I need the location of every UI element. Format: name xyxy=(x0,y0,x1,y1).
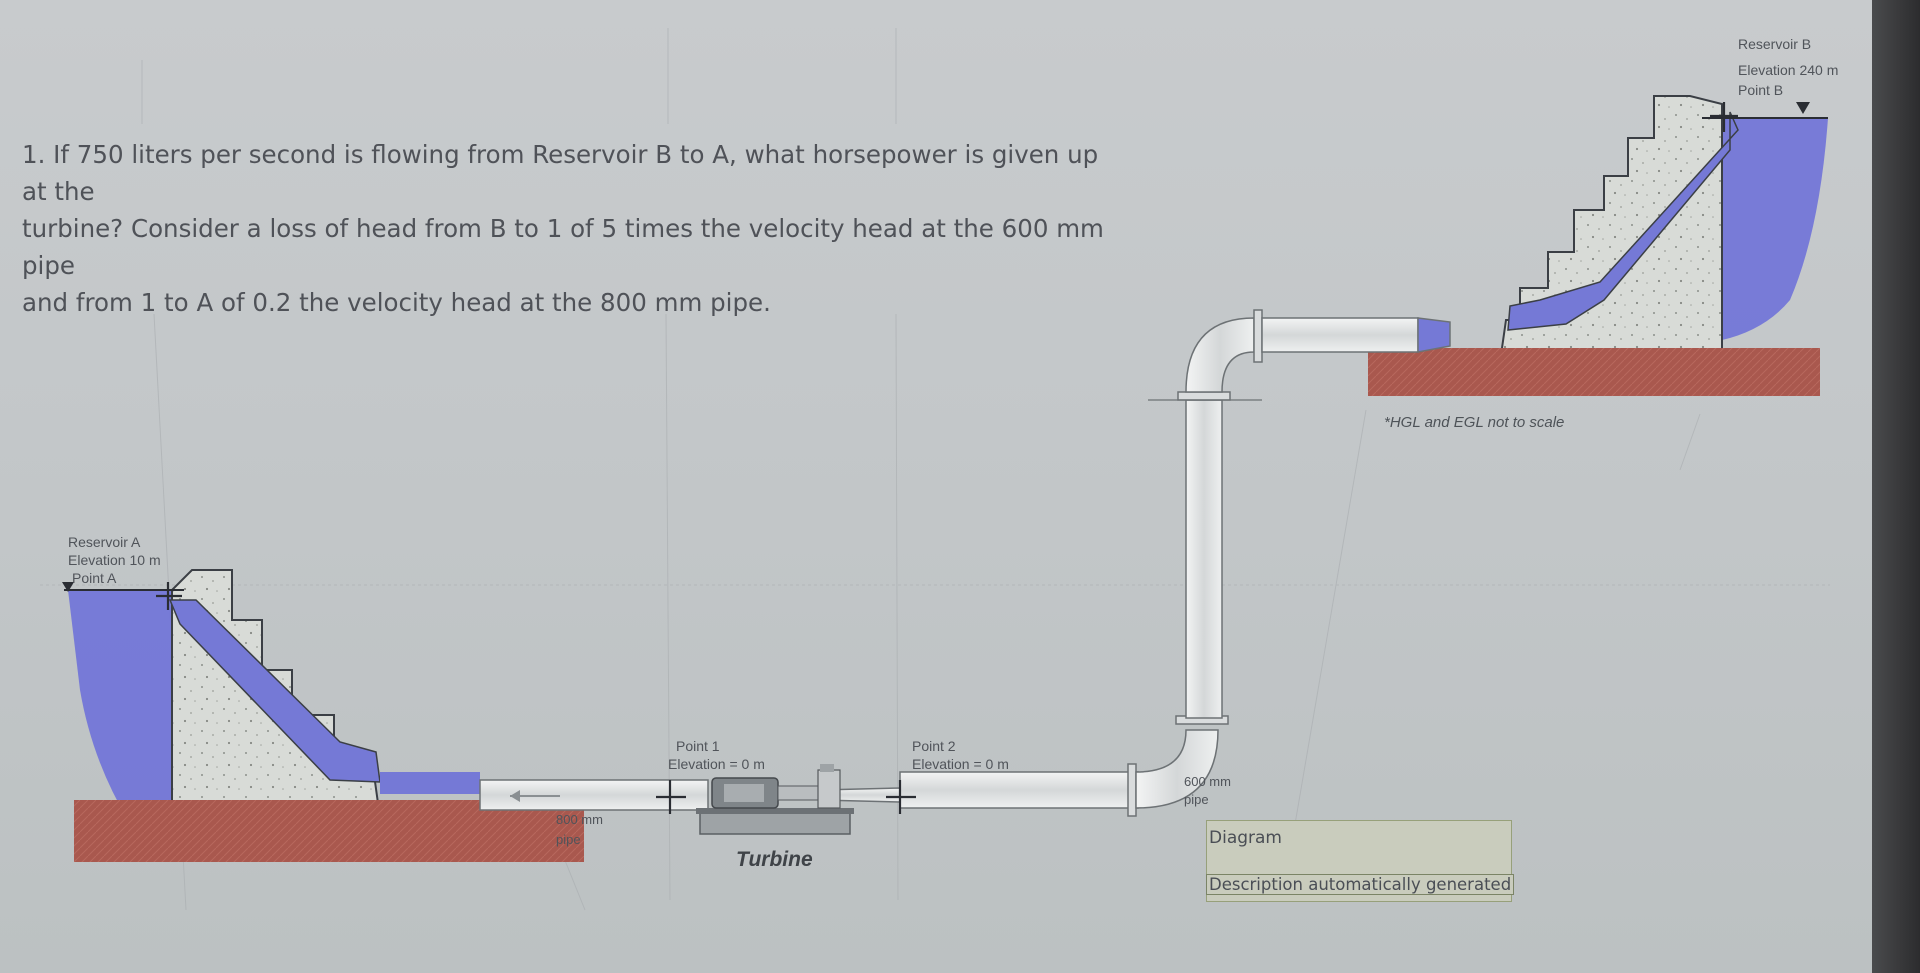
penstock-a-channel xyxy=(168,599,381,783)
turbine-assembly xyxy=(696,764,854,835)
problem-line-2: turbine? Consider a loss of head from B … xyxy=(22,214,1104,280)
pipe-800-word: pipe xyxy=(556,832,581,847)
turbine-base xyxy=(699,811,851,835)
reservoir-a-elevation: Elevation 10 m xyxy=(68,552,161,568)
pipe-600-size: 600 mm xyxy=(1184,774,1231,789)
outlet-channel-a xyxy=(380,772,480,794)
reservoir-b-point: Point B xyxy=(1738,82,1784,98)
reservoir-a-point: Point A xyxy=(72,570,117,586)
penstock-b-channel xyxy=(1507,111,1739,331)
reservoir-b-elevation: Elevation 240 m xyxy=(1738,62,1839,78)
pipe-600mm-top xyxy=(1261,317,1419,353)
point-markers xyxy=(156,102,1738,814)
monitor-bezel xyxy=(1872,0,1920,973)
reservoir-a-water xyxy=(68,590,172,830)
water-level-marker-a xyxy=(62,582,74,592)
reservoir-a-group xyxy=(62,569,584,862)
point-2-name: Point 2 xyxy=(912,738,956,754)
pipe-600-word: pipe xyxy=(1184,792,1209,807)
point-2-elevation: Elevation = 0 m xyxy=(912,756,1009,772)
point-1-name: Point 1 xyxy=(676,738,720,754)
problem-line-3: and from 1 to A of 0.2 the velocity head… xyxy=(22,288,771,317)
point-1-elevation: Elevation = 0 m xyxy=(668,756,765,772)
reservoir-a-name: Reservoir A xyxy=(68,534,141,550)
alt-text-title: Diagram xyxy=(1209,828,1282,848)
reservoir-b-name: Reservoir B xyxy=(1738,36,1812,52)
reservoir-b-group xyxy=(1368,95,1828,396)
pipe-elbow-upper xyxy=(1185,317,1255,393)
ground-b xyxy=(1368,348,1820,396)
reservoir-b-water xyxy=(1720,118,1828,340)
turbine-label: Turbine xyxy=(736,848,813,871)
water-level-marker-b xyxy=(1796,102,1810,114)
pipe-elbow-lower xyxy=(1135,729,1219,809)
piping xyxy=(479,309,1451,817)
alt-text-description: Description automatically generated xyxy=(1206,874,1515,895)
pipe-600mm-horizontal xyxy=(899,771,1139,809)
problem-statement: 1. If 750 liters per second is flowing f… xyxy=(22,136,1112,321)
hgl-egl-note: *HGL and EGL not to scale xyxy=(1384,414,1565,431)
problem-line-1: 1. If 750 liters per second is flowing f… xyxy=(22,140,1099,206)
pipe-800-size: 800 mm xyxy=(556,812,603,827)
pipe-600mm-vertical xyxy=(1185,399,1223,719)
